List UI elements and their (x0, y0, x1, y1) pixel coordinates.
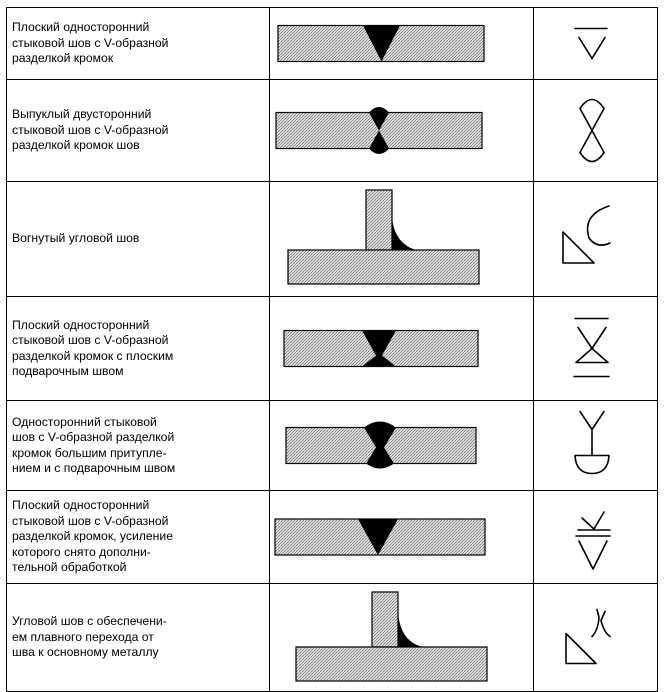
weld-section-drawing (269, 181, 534, 297)
weld-description: Плоский односторонний стыковой шов с V-о… (6, 296, 270, 401)
weld-section-drawing-svg (285, 421, 477, 469)
weld-section-drawing-svg (287, 189, 480, 285)
weld-symbol (533, 79, 658, 182)
table-row: Плоский односторонний стыковой шов с V-о… (6, 296, 658, 401)
weld-section-drawing (269, 296, 534, 401)
weld-symbol-icon (562, 205, 611, 264)
weld-symbol-icon (574, 27, 608, 60)
weld-section-drawing-svg (274, 518, 486, 556)
weld-section-drawing-svg (275, 107, 483, 154)
weld-symbol (533, 400, 658, 491)
table-row: Плоский односторонний стыковой шов с V-о… (6, 7, 658, 80)
weld-section-drawing (269, 583, 534, 692)
table-row: Выпуклый двусторонний стыковой шов с V-о… (6, 79, 658, 182)
weld-section-drawing (269, 7, 534, 80)
weld-symbol (533, 181, 658, 297)
weld-section-drawing (269, 79, 534, 182)
table-row: Вогнутый угловой шов (6, 181, 658, 297)
weld-section-drawing-svg (295, 591, 488, 682)
weld-description: Вогнутый угловой шов (6, 181, 270, 297)
weld-symbol-icon (565, 608, 611, 665)
weld-description: Выпуклый двусторонний стыковой шов с V-о… (6, 79, 270, 182)
weld-symbol (533, 296, 658, 401)
weld-symbol-icon (575, 511, 611, 570)
weld-symbol-icon (579, 98, 605, 163)
weld-section-drawing (269, 400, 534, 491)
weld-section-drawing (269, 490, 534, 584)
weld-description: Односторонний стыковой шов с V-образной … (6, 400, 270, 491)
table-row: Односторонний стыковой шов с V-образной … (6, 400, 658, 491)
weld-description: Плоский односторонний стыковой шов с V-о… (6, 490, 270, 584)
weld-section-drawing-svg (277, 24, 485, 63)
weld-description: Угловой шов с обеспечени- ем плавного пе… (6, 583, 270, 692)
weld-symbol (533, 490, 658, 584)
weld-description: Плоский односторонний стыковой шов с V-о… (6, 7, 270, 80)
weld-symbol-icon (574, 410, 610, 475)
weld-symbol (533, 7, 658, 80)
weld-symbols-table: Плоский односторонний стыковой шов с V-о… (6, 7, 658, 692)
table-row: Плоский односторонний стыковой шов с V-о… (6, 490, 658, 584)
table-row: Угловой шов с обеспечени- ем плавного пе… (6, 583, 658, 692)
weld-symbol-icon (573, 317, 610, 378)
weld-section-drawing-svg (283, 329, 479, 368)
weld-symbol (533, 583, 658, 692)
